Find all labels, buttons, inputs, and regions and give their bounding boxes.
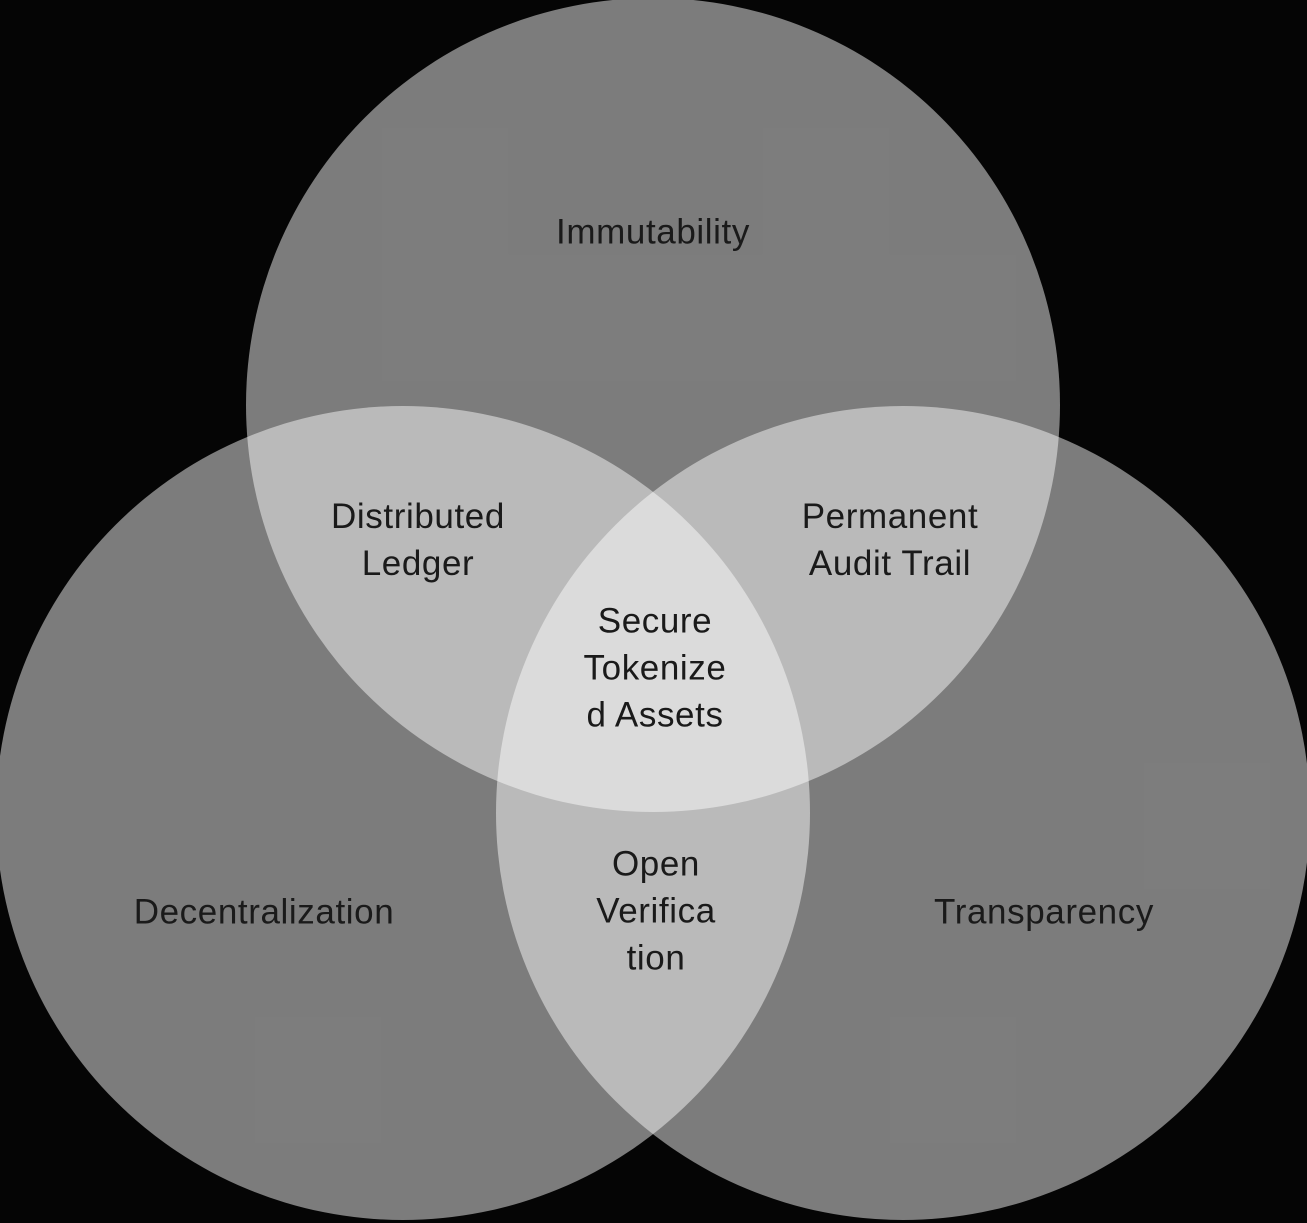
label-permanent-audit-trail: Permanent Audit Trail — [801, 497, 979, 583]
label-decentralization: Decentralization — [133, 892, 395, 932]
circle-immutability — [246, 0, 1060, 812]
label-open-verification: Open Verifica tion — [596, 844, 716, 978]
label-secure-tokenized-assets: Secure Tokenize d Assets — [583, 601, 727, 735]
label-immutability: Immutability — [556, 212, 750, 252]
circle-decentralization — [0, 406, 810, 1220]
circle-transparency — [496, 406, 1307, 1220]
label-distributed-ledger: Distributed Ledger — [331, 497, 505, 583]
label-transparency: Transparency — [934, 892, 1154, 932]
